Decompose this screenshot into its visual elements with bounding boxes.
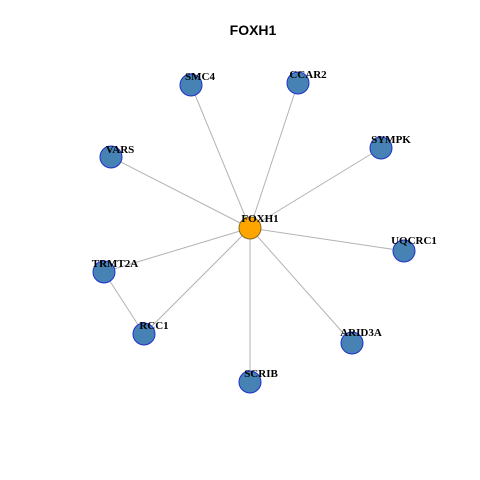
edge-foxh1-vars	[110, 156, 251, 229]
node-scrib[interactable]: SCRIB	[238, 368, 278, 394]
node-circle-arid3a[interactable]	[340, 331, 364, 355]
node-circle-vars[interactable]	[99, 145, 123, 169]
node-label-smc4: SMC4	[185, 71, 215, 83]
edge-foxh1-smc4	[190, 84, 251, 229]
node-vars[interactable]: VARS	[99, 144, 135, 169]
node-trmt2a[interactable]: TRMT2A	[92, 258, 139, 284]
node-label-rcc1: RCC1	[139, 320, 168, 332]
edge-foxh1-uqcrc1	[249, 227, 405, 252]
edge-foxh1-ccar2	[249, 82, 299, 229]
node-label-uqcrc1: UQCRC1	[391, 235, 437, 247]
edges-layer	[103, 82, 405, 382]
node-circle-scrib[interactable]	[238, 370, 262, 394]
edge-foxh1-arid3a	[249, 227, 353, 344]
node-circle-foxh1[interactable]	[238, 216, 262, 240]
node-label-arid3a: ARID3A	[340, 327, 382, 339]
node-circle-trmt2a[interactable]	[92, 260, 116, 284]
node-smc4[interactable]: SMC4	[179, 71, 215, 97]
node-label-vars: VARS	[106, 144, 135, 156]
node-circle-smc4[interactable]	[179, 73, 203, 97]
node-sympk[interactable]: SYMPK	[369, 134, 411, 160]
edge-foxh1-sympk	[249, 147, 382, 229]
node-circle-ccar2[interactable]	[286, 71, 310, 95]
node-arid3a[interactable]: ARID3A	[340, 327, 382, 355]
edge-foxh1-trmt2a	[103, 227, 251, 273]
node-circle-uqcrc1[interactable]	[392, 239, 416, 263]
node-rcc1[interactable]: RCC1	[132, 320, 169, 346]
node-ccar2[interactable]: CCAR2	[286, 69, 327, 95]
node-circle-rcc1[interactable]	[132, 322, 156, 346]
node-label-ccar2: CCAR2	[289, 69, 327, 81]
node-label-scrib: SCRIB	[244, 368, 278, 380]
graph-title: FOXH1	[230, 22, 277, 38]
node-label-foxh1: FOXH1	[241, 213, 278, 225]
node-label-trmt2a: TRMT2A	[92, 258, 139, 270]
node-label-sympk: SYMPK	[371, 134, 411, 146]
node-uqcrc1[interactable]: UQCRC1	[391, 235, 437, 263]
node-circle-sympk[interactable]	[369, 136, 393, 160]
edge-foxh1-rcc1	[143, 227, 251, 335]
node-foxh1[interactable]: FOXH1	[238, 213, 279, 240]
edge-trmt2a-rcc1	[103, 271, 145, 335]
